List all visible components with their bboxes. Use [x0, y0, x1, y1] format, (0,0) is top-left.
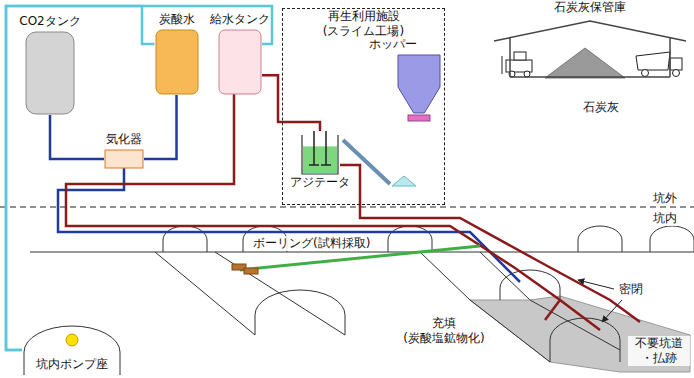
- leader-arrow: [578, 280, 614, 289]
- pipe-connector: [262, 75, 320, 131]
- hopper-shape: [397, 54, 441, 114]
- node-label: 石炭灰保管庫: [554, 0, 626, 15]
- annotation-label: 密閉: [618, 282, 644, 297]
- pipe-connector: [6, 6, 155, 350]
- dump-truck: [636, 52, 682, 77]
- feeder: [408, 115, 430, 121]
- annotation-label: ボーリング(試料採取): [252, 236, 371, 251]
- equipment-node: CO2タンク: [16, 14, 84, 120]
- node-label: 坑内ポンプ座: [36, 357, 108, 374]
- node-label: CO2タンク: [19, 14, 80, 29]
- surface-line: [0, 206, 694, 207]
- equipment-node: アジテータ: [287, 131, 353, 199]
- slurry-pipe: [340, 165, 640, 322]
- ash-pile: [545, 48, 625, 78]
- leader-arrow: [602, 300, 622, 322]
- annotation-label: 石炭灰: [582, 100, 620, 115]
- equipment-node: ホッパー: [369, 37, 441, 127]
- core-samples: [232, 264, 258, 274]
- tank-shape: [25, 31, 75, 115]
- pink-shape: [218, 29, 262, 95]
- node-label: 再生利用施設 (スライム工場): [314, 9, 414, 39]
- bulldozer: [502, 52, 532, 77]
- filled-tunnels: [470, 270, 620, 362]
- pipe-connector: [50, 115, 104, 159]
- conveyor: [343, 140, 390, 184]
- backfill-area: [470, 296, 690, 372]
- annotation-label: 不要坑道 ・払跡: [628, 336, 690, 366]
- orange-shape: [155, 29, 199, 95]
- slurry-pipe: [66, 94, 600, 330]
- equipment-node: 気化器: [98, 132, 150, 174]
- node-label: アジテータ: [290, 175, 350, 190]
- pipe-connector: [144, 95, 177, 159]
- pipe-connector: [6, 6, 272, 350]
- annotation-label: 充填 (炭酸塩鉱物化): [400, 316, 488, 346]
- shed-shape: [490, 17, 690, 79]
- node-label: 気化器: [106, 132, 142, 147]
- annotation-label: 坑外: [652, 191, 678, 206]
- node-label: 給水タンク: [210, 12, 270, 27]
- node-label: 炭酸水: [159, 12, 195, 27]
- equipment-node: 炭酸水: [148, 12, 205, 100]
- equipment-node: 坑内ポンプ座: [22, 322, 122, 374]
- equipment-node: 石炭灰保管庫: [490, 0, 690, 82]
- annotation-label: 坑内: [652, 211, 678, 226]
- node-label: ホッパー: [369, 37, 417, 52]
- equipment-node: 給水タンク: [207, 12, 273, 100]
- agit-shape: [300, 131, 340, 175]
- vap-shape: [104, 149, 144, 169]
- material-pile: [392, 176, 416, 186]
- facility-region: アジテータ ホッパー再生利用施設 (スライム工場): [282, 8, 445, 205]
